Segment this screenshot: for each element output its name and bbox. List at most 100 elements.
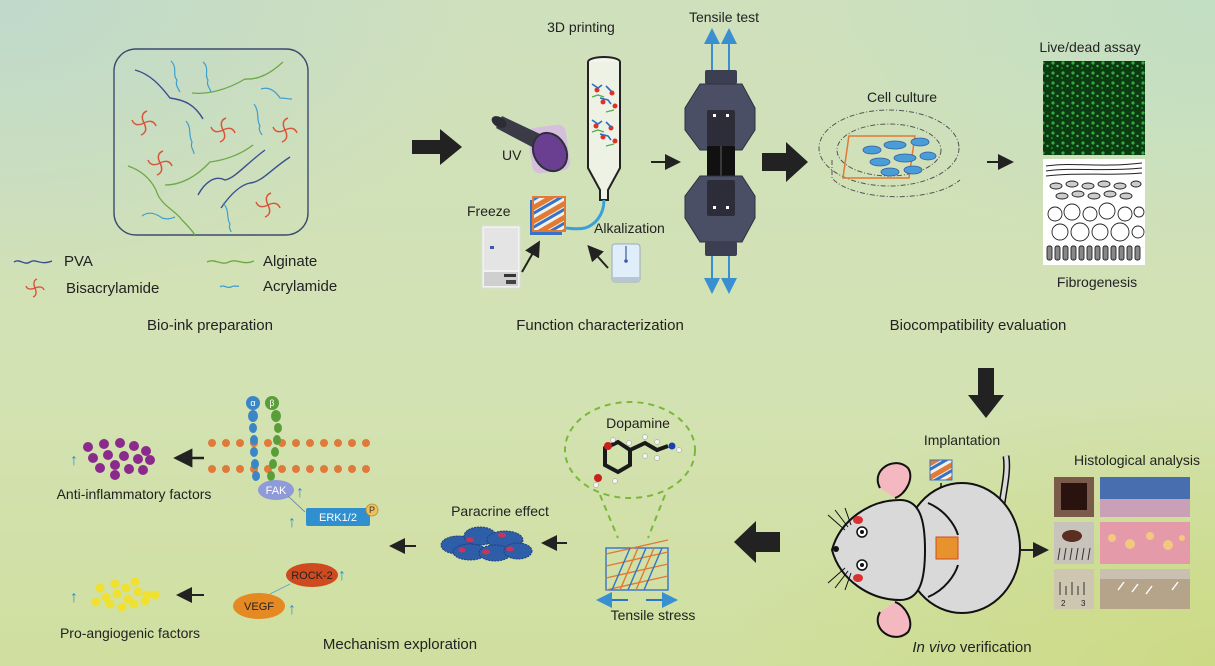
function-panel: 3D printing UV (467, 9, 759, 334)
membrane-bead (306, 439, 314, 447)
pva-chain (134, 69, 204, 120)
label-freeze: Freeze (467, 203, 511, 219)
uv-lamp-icon (491, 116, 570, 174)
pro-angiogenic-factors-icon (91, 577, 160, 612)
callout-connector (599, 494, 666, 539)
membrane-bead (334, 465, 342, 473)
invivo-panel: Implantation Histological analysis (827, 432, 1200, 656)
membrane-bead (278, 465, 286, 473)
cell-scaffold-icon (842, 135, 937, 179)
phospho-badge (365, 503, 379, 517)
legend-pva-label: PVA (64, 253, 93, 270)
printed-scaffold-icon (530, 196, 566, 235)
bisacrylamide-crosslinker (131, 110, 298, 218)
section-title-bioink: Bio-ink preparation (147, 317, 273, 334)
vegf-rock2-link (269, 583, 291, 595)
section-title-invivo-italic: In vivo (912, 639, 955, 656)
flow-arrow-right (762, 142, 808, 182)
anti-inflammatory-dot (83, 442, 93, 452)
section-title-invivo-rest: verification (956, 639, 1032, 656)
mechanism-panel: Dopamine Tensile stress Paracrine effect (57, 396, 696, 653)
alkalization-arrow (587, 245, 609, 269)
membrane-bead (334, 439, 342, 447)
integrin-beta-icon (265, 396, 282, 481)
rock2-label: ROCK-2 (291, 570, 333, 582)
membrane-bead (236, 465, 244, 473)
label-dopamine: Dopamine (606, 415, 670, 431)
section-title-biocompat: Biocompatibility evaluation (890, 317, 1067, 334)
pro-angiogenic-up-arrow-icon: ↑ (70, 589, 78, 606)
anti-inflammatory-dot (124, 464, 134, 474)
acrylamide-chain (222, 202, 232, 233)
mouse-cheek (853, 574, 863, 582)
flow-arrow-left (734, 521, 780, 563)
mouse-pupil (860, 563, 864, 567)
pro-angiogenic-dot (123, 594, 133, 604)
pro-angiogenic-dot (140, 596, 150, 606)
mouse-icon (830, 455, 1021, 638)
alginate-chain (127, 165, 196, 236)
membrane-bead (222, 465, 230, 473)
anti-inflammatory-dot (138, 465, 148, 475)
legend-alginate-swatch (206, 260, 255, 264)
anti-inflammatory-dot (119, 451, 129, 461)
freezer-icon (481, 225, 521, 289)
membrane-bead (362, 465, 370, 473)
flow-arrow-down (968, 368, 1004, 418)
pva-chain (197, 149, 266, 196)
pro-angiogenic-dot (105, 599, 115, 609)
pro-angiogenic-dot (91, 597, 101, 607)
pro-angiogenic-dot (130, 577, 140, 587)
cell-membrane-icon (208, 439, 370, 473)
label-tensile-stress: Tensile stress (611, 607, 696, 623)
label-alkalization: Alkalization (594, 220, 665, 236)
anti-inflammatory-dot (99, 439, 109, 449)
membrane-bead (292, 439, 300, 447)
legend-alginate-label: Alginate (263, 253, 317, 270)
label-cell-culture: Cell culture (867, 89, 937, 105)
vegf-up-arrow-icon: ↑ (288, 601, 296, 618)
integrin-alpha-icon (246, 396, 260, 481)
vegf-node (233, 593, 285, 619)
mouse-whiskers (827, 507, 852, 591)
bioink-panel: PVA Alginate Bisacrylamide Acrylamide Bi… (13, 48, 337, 334)
membrane-bead (320, 465, 328, 473)
fak-erk-link (287, 495, 306, 513)
culture-dish-icon (818, 109, 961, 198)
vegf-label: VEGF (244, 601, 274, 613)
fak-up-arrow-icon: ↑ (296, 484, 304, 501)
legend-acrylamide-label: Acrylamide (263, 278, 337, 295)
section-title-mechanism: Mechanism exploration (323, 636, 477, 653)
label-uv: UV (502, 147, 522, 163)
mouse-nose (833, 546, 839, 552)
histology-images: 2 3 (1054, 477, 1190, 609)
membrane-bead (292, 465, 300, 473)
erk-label: ERK1/2 (319, 512, 357, 524)
pro-angiogenic-dot (110, 579, 120, 589)
pro-angiogenic-dot (95, 583, 105, 593)
acrylamide-chain (253, 103, 263, 136)
pro-angiogenic-dot (129, 599, 139, 609)
acrylamide-chain (170, 60, 181, 93)
biocompat-panel: Cell culture Live/dead assay (818, 39, 1145, 334)
anti-inflammatory-dot (133, 454, 143, 464)
dopamine-callout (564, 401, 696, 499)
acrylamide-chain (141, 212, 176, 220)
stretched-scaffold-icon (605, 539, 669, 591)
alginate-chain (191, 61, 284, 94)
anti-inflammatory-factors-icon (83, 438, 155, 480)
ruler-mark-2: 2 (1061, 599, 1066, 608)
label-anti-inflammatory: Anti-inflammatory factors (57, 486, 212, 502)
acrylamide-chain (202, 61, 212, 93)
membrane-bead (348, 465, 356, 473)
anti-inflammatory-dot (88, 453, 98, 463)
mouse-cheek (853, 516, 863, 524)
anti-inflammatory-dot (110, 460, 120, 470)
legend-acrylamide-swatch (219, 285, 240, 289)
cell-cluster-icon (440, 526, 533, 562)
live-dead-image (1043, 61, 1145, 155)
erk-node (306, 508, 370, 526)
label-live-dead-assay: Live/dead assay (1039, 39, 1140, 55)
anti-inflammatory-dot (115, 438, 125, 448)
